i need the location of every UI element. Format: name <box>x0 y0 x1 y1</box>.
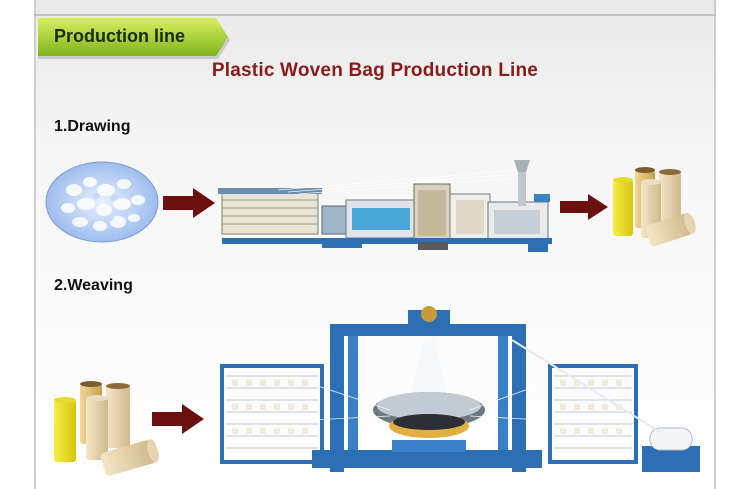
yarn-bobbins-input <box>48 378 160 478</box>
ribbon-label: Production line <box>54 26 186 46</box>
flow-arrow-2 <box>560 194 608 220</box>
circular-loom-machine <box>212 300 712 482</box>
step-drawing-label: 1.Drawing <box>54 118 131 135</box>
yarn-bobbins-output <box>605 160 710 252</box>
top-divider <box>34 14 716 16</box>
page-title: Plastic Woven Bag Production Line <box>211 60 539 81</box>
drawing-line-machine <box>218 150 558 260</box>
flow-arrow-3 <box>152 404 204 434</box>
section-ribbon <box>38 18 228 56</box>
flow-arrow-1 <box>163 188 215 218</box>
step-weaving-label: 2.Weaving <box>54 277 133 294</box>
pellets-image <box>44 160 160 244</box>
